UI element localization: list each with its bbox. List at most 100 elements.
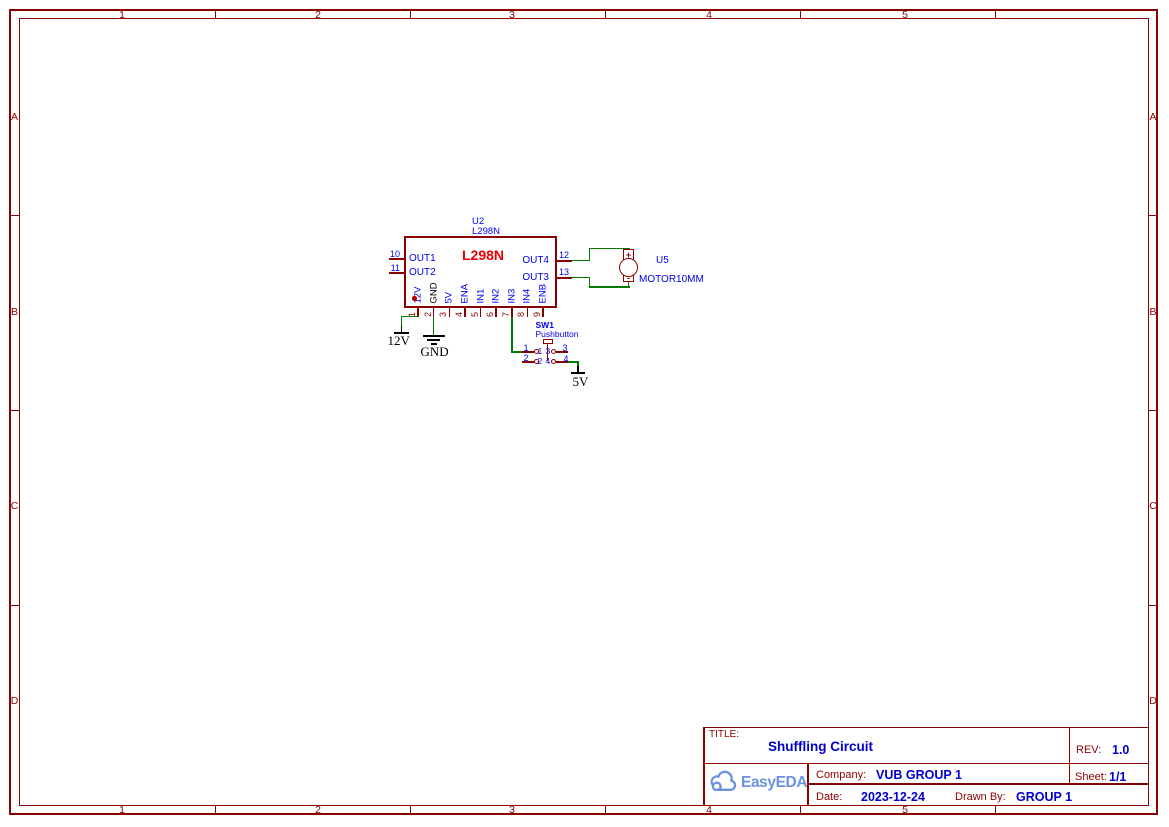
sw1-lead-2[interactable] [521,361,535,363]
power-gnd-bar2[interactable] [427,339,441,341]
u2-pin13-number: 13 [559,267,570,277]
wire-5v-h[interactable] [568,361,579,363]
sw1-lead-1[interactable] [521,351,535,353]
frame-tick [214,10,216,19]
frame-tick [994,806,996,814]
easyeda-logo-cloud-icon [710,770,737,791]
wire-12v-v[interactable] [400,315,403,326]
power-12v-bar[interactable] [394,331,409,334]
sw1-plunger[interactable] [546,343,549,361]
frame-tick [604,10,606,19]
u2-pin10-lead[interactable] [389,258,404,260]
power-5v-bar[interactable] [570,371,585,374]
titleblock-rev-label: REV: [1076,744,1102,756]
u2-pin5-name: IN1 [475,288,486,303]
u2-pin4-stub[interactable] [464,308,466,317]
wire-in3-h[interactable] [511,351,523,353]
sw1-contact-3[interactable] [550,349,556,355]
frame-tick [11,214,19,216]
u2-pin3-name: 5V [443,291,455,303]
frame-col-label: 4 [706,8,712,21]
u2-pin5-stub[interactable] [479,308,482,317]
u2-chip-body[interactable] [404,236,557,308]
frame-tick [11,604,19,606]
titleblock-mid-line [703,762,1149,765]
u2-pin10-name: OUT1 [409,253,436,264]
u2-pin12-lead[interactable] [557,260,572,262]
wire-out4-h1[interactable] [571,259,590,262]
wire-gnd-v[interactable] [432,317,435,335]
u5-motor-circle[interactable] [619,258,638,277]
frame-row-label: B [10,306,19,318]
titleblock-rev-divider [1068,726,1071,785]
u2-pin9-stub[interactable] [542,308,544,317]
u2-value-label: L298N [472,226,500,237]
frame-tick [409,806,411,814]
frame-row-label: C [1149,500,1157,512]
u2-pin8-name: IN4 [521,288,533,303]
u2-pin11-number: 11 [390,262,400,273]
frame-col-label: 2 [315,804,321,816]
wire-out3-h2[interactable] [588,286,630,288]
u2-pin4-name: ENA [459,283,471,303]
u2-pin2-stub[interactable] [432,308,435,317]
wire-out4-h2[interactable] [588,247,630,250]
frame-row-label: B [1149,306,1157,318]
titleblock-title: Shuffling Circuit [768,739,873,754]
titleblock-rev-value: 1.0 [1112,743,1130,757]
power-gnd-label: GND [420,343,449,359]
titleblock-company-label: Company: [816,768,867,781]
frame-col-label: 3 [509,8,515,21]
u2-ref-label: U2 [472,216,485,227]
power-gnd-bar3[interactable] [431,343,437,345]
u2-pin13-lead[interactable] [557,277,572,279]
frame-tick [994,10,996,19]
sw1-contact-4[interactable] [550,359,556,365]
u2-pin1-stub[interactable] [417,308,419,317]
wire-out3-h1[interactable] [571,276,590,279]
u2-pin3-stub[interactable] [448,308,451,317]
power-gnd-bar1[interactable] [423,335,445,337]
frame-col-label: 3 [509,804,515,816]
u2-pin11-name: OUT2 [409,267,436,278]
frame-row-label: A [10,111,19,123]
titleblock-date-label: Date: [816,790,843,803]
wire-out4-v[interactable] [588,247,591,262]
frame-col-label: 4 [706,804,712,816]
u2-pin7-number: 7 [500,311,511,317]
wire-12v-h[interactable] [400,315,419,318]
sw1-pad2-number: 2 [537,355,543,366]
wire-5v-v[interactable] [577,361,579,367]
sw1-pin3-number: 3 [562,342,568,353]
u5-value-label: MOTOR10MM [639,273,704,285]
u2-origin-dot [412,296,417,301]
power-5v-line[interactable] [577,366,579,373]
u2-pin7-name: IN3 [506,288,518,303]
u2-pin10-number: 10 [389,248,400,259]
frame-tick [799,10,801,19]
frame-tick [1149,214,1157,216]
frame-tick [1149,604,1157,606]
titleblock-logo-divider [807,762,809,805]
u2-pin11-lead[interactable] [389,272,404,274]
u2-pin8-stub[interactable] [526,308,529,317]
u2-pin6-stub[interactable] [495,308,497,317]
titleblock-company-value: VUB GROUP 1 [876,767,962,782]
frame-row-label: C [10,500,19,512]
sw1-contact-2[interactable] [534,359,540,365]
wire-out3-v[interactable] [588,276,591,288]
wire-out3-v2[interactable] [627,281,630,288]
u2-pin7-stub[interactable] [511,308,513,317]
sw1-contact-1[interactable] [534,349,540,355]
sw1-lead-4[interactable] [555,361,569,363]
power-12v-line[interactable] [400,326,403,332]
easyeda-logo-text: EasyEDA [741,773,808,791]
sw1-ref-label: SW1 [535,319,554,330]
wire-in3-v[interactable] [511,317,513,353]
titleblock-drawnby-value: GROUP 1 [1016,789,1073,804]
u2-pin13-name: OUT3 [522,272,549,283]
sw1-lead-3[interactable] [555,351,569,353]
titleblock-drawnby-label: Drawn By: [955,790,1006,803]
u2-pin2-name: GND [428,281,440,303]
